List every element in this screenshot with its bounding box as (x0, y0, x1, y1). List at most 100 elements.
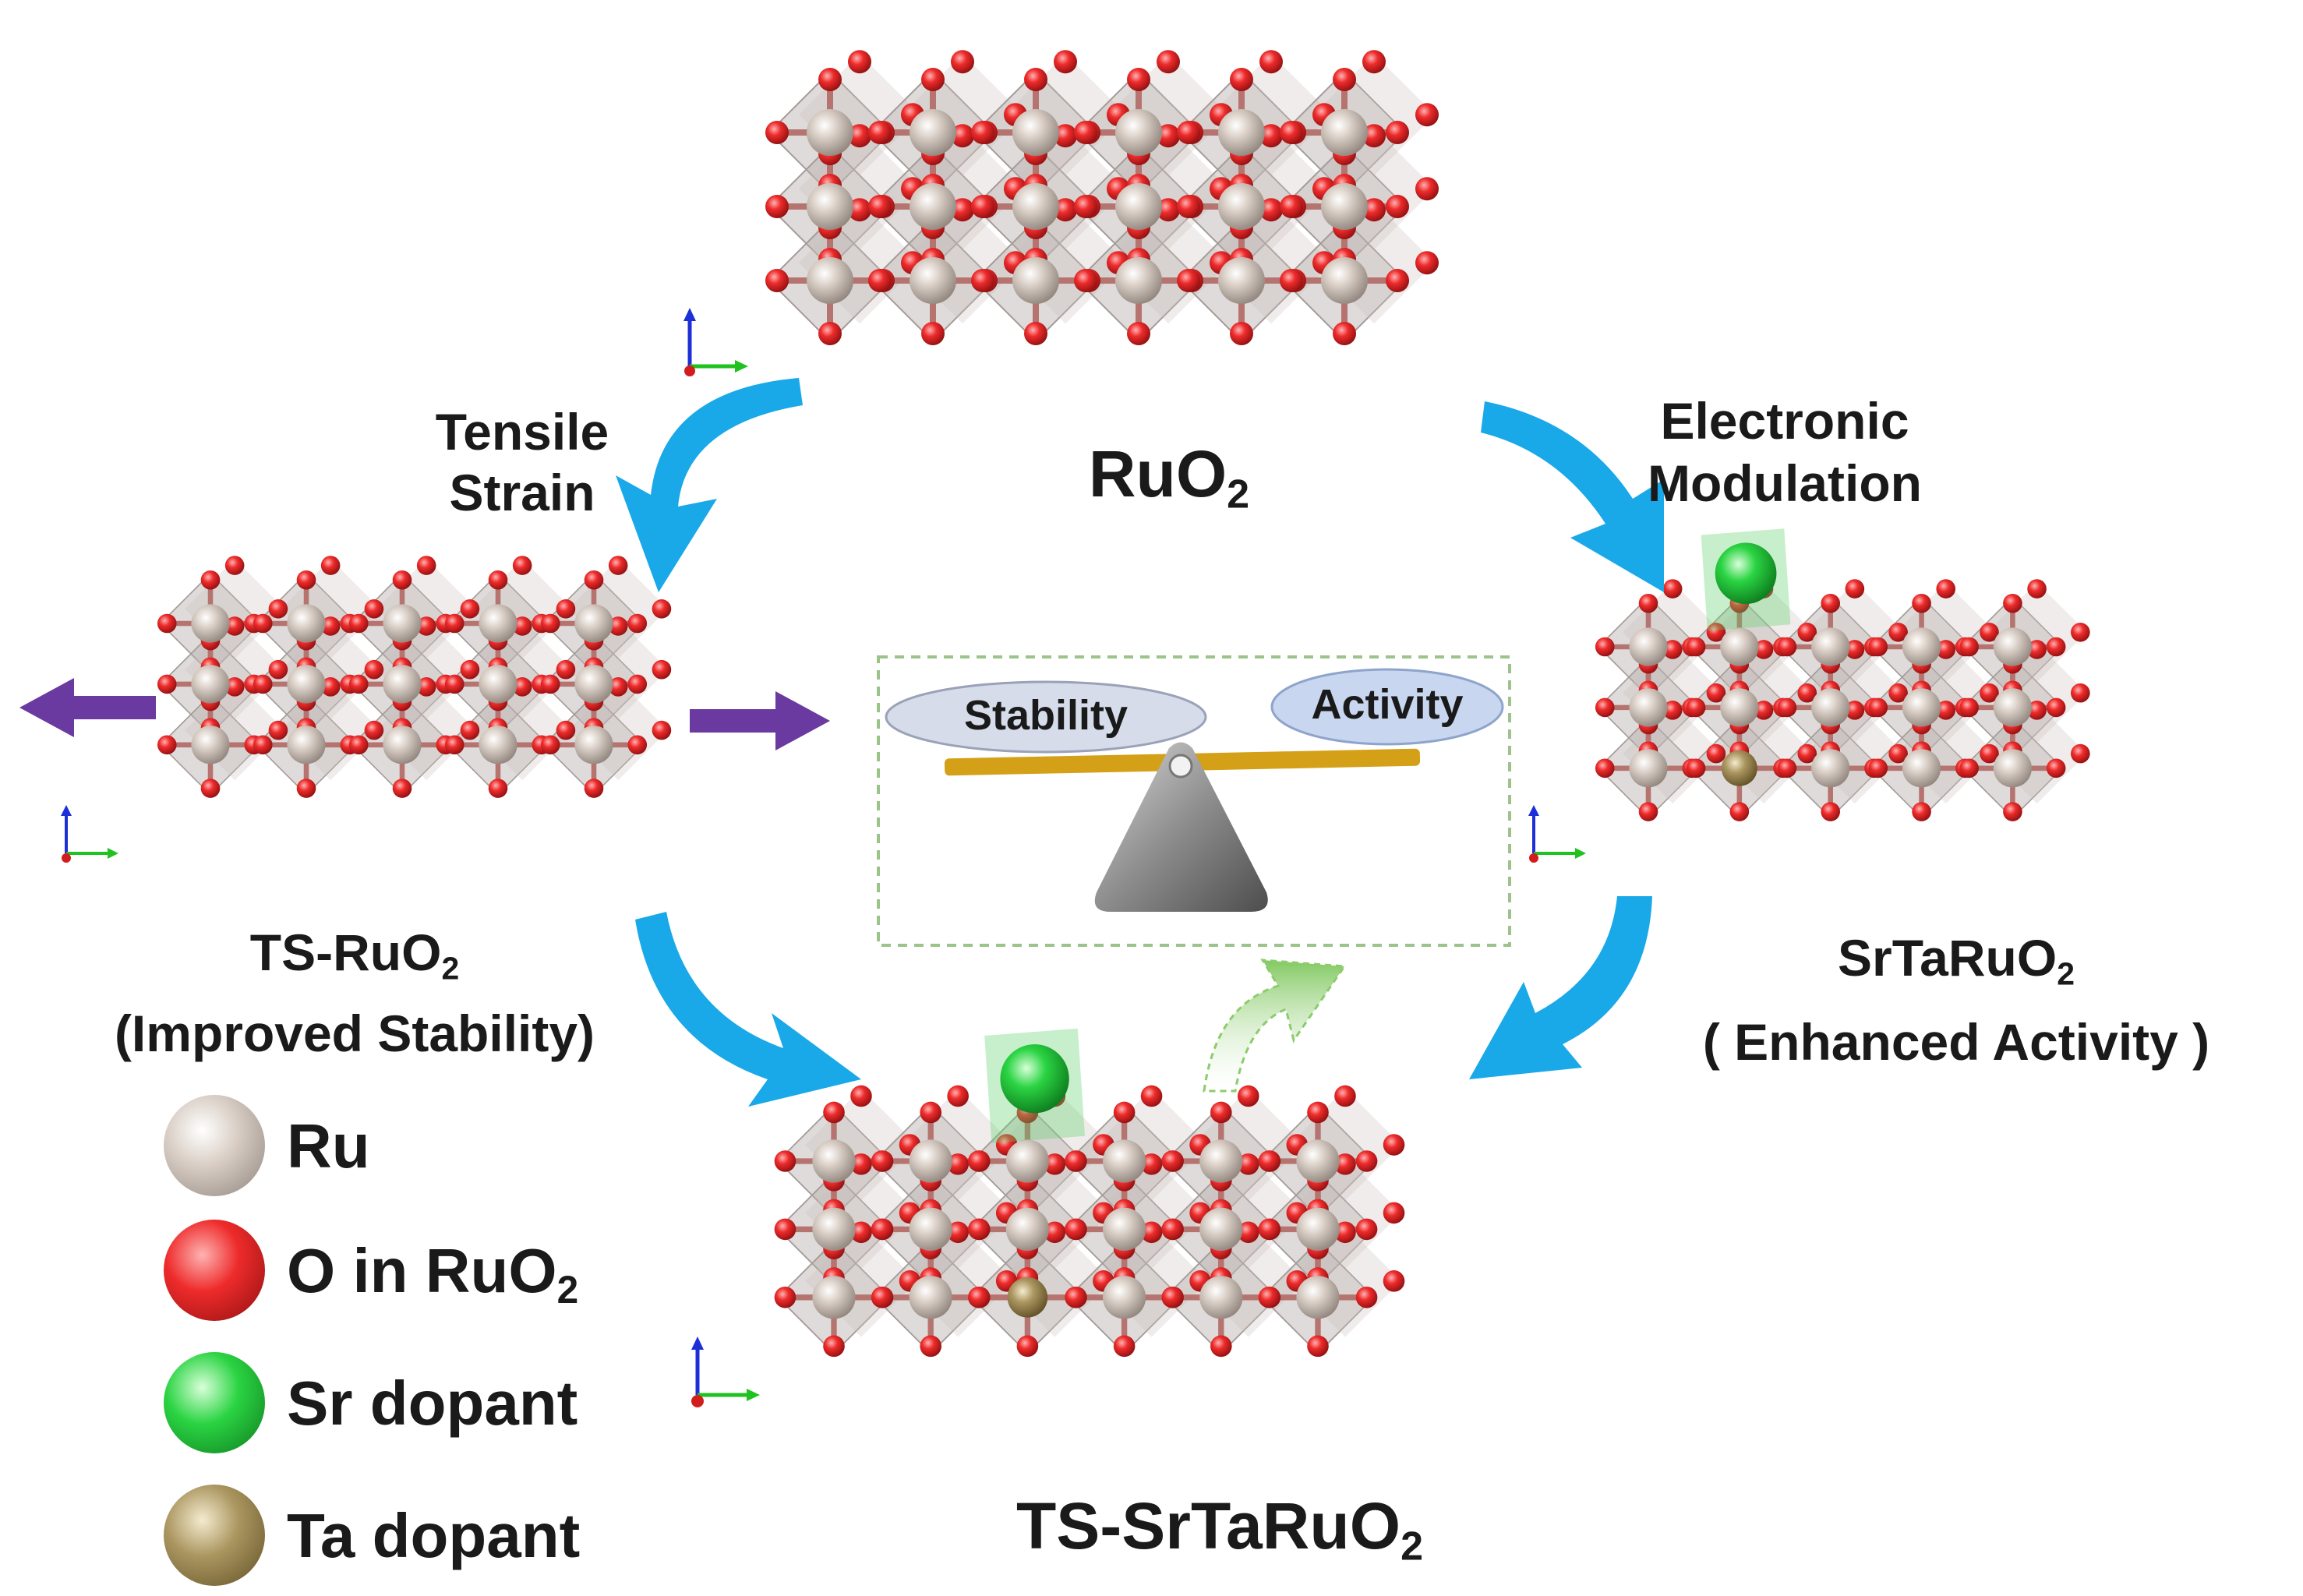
legend-label-sr: Sr dopant (287, 1368, 578, 1438)
oxygen-atom (951, 124, 974, 148)
oxygen-atom (871, 1287, 893, 1308)
oxygen-atom (157, 613, 177, 634)
oxygen-atom (224, 677, 245, 697)
oxygen-atom (1797, 623, 1817, 642)
oxygen-atom (1074, 269, 1097, 292)
oxygen-atom (920, 1335, 941, 1358)
ru-atom (909, 1276, 952, 1319)
oxygen-atom (1044, 1153, 1066, 1175)
oxygen-atom (512, 556, 532, 575)
oxygen-atom (320, 556, 341, 575)
oxygen-atom (540, 674, 560, 694)
legend-item-sr: Sr dopant (164, 1352, 709, 1453)
ru-atom (1199, 1276, 1243, 1319)
oxygen-atom (1024, 68, 1047, 91)
oxygen-atom (1686, 637, 1706, 657)
oxygen-atom (348, 613, 369, 634)
oxygen-atom (488, 779, 508, 798)
oxygen-atom (348, 735, 369, 755)
ru-atom (1218, 183, 1265, 230)
label-ts-srtaruo2-sub: 2 (1401, 1524, 1424, 1570)
oxygen-atom (971, 121, 994, 144)
oxygen-atom (1065, 1218, 1086, 1241)
oxygen-atom (1161, 1287, 1184, 1308)
oxygen-atom (968, 1218, 990, 1241)
label-srtaruo2-name: SrTaRuO (1838, 929, 2058, 987)
oxygen-atom (348, 674, 369, 694)
ru-atom (479, 604, 517, 643)
oxygen-atom (1662, 579, 1683, 598)
oxygen-atom (460, 720, 480, 740)
green-up-arrow (1203, 959, 1347, 1093)
label-strain: Strain (449, 464, 595, 521)
ru-atom (383, 604, 422, 643)
oxygen-atom (774, 1218, 797, 1241)
oxygen-atom (584, 779, 604, 798)
axes-icon-top (683, 308, 748, 376)
legend-label-ru: Ru (287, 1111, 370, 1181)
oxygen-atom (2046, 637, 2066, 657)
ru-atom (1218, 109, 1265, 156)
oxygen-atom (608, 556, 628, 575)
oxygen-atom (556, 659, 576, 680)
oxygen-atom (1662, 701, 1683, 720)
oxygen-atom (1383, 1270, 1405, 1292)
oxygen-atom (1334, 1221, 1356, 1244)
oxygen-atom (1334, 1085, 1356, 1107)
oxygen-atom (774, 1150, 797, 1172)
oxygen-atom (1912, 802, 1931, 821)
oxygen-atom (868, 269, 892, 292)
ru-atom (807, 257, 853, 304)
ru-atom (1296, 1139, 1340, 1183)
ru-atom (1629, 627, 1668, 666)
oxygen-atom (1210, 1101, 1232, 1124)
oxygen-atom (1237, 1153, 1259, 1175)
oxygen-atom (1821, 802, 1840, 821)
oxygen-atom (947, 1221, 969, 1244)
oxygen-atom (1258, 1287, 1280, 1308)
oxygen-atom (1177, 121, 1200, 144)
oxygen-atom (868, 195, 892, 218)
crystal-structure-ts-srtaruo2 (774, 1028, 1405, 1358)
ru-atom (383, 665, 422, 704)
ru-atom (1199, 1139, 1243, 1183)
oxygen-atom (392, 570, 412, 590)
oxygen-atom (460, 599, 480, 619)
oxygen-atom (1706, 623, 1726, 642)
oxygen-atom (818, 322, 842, 345)
oxygen-atom (584, 570, 604, 590)
balance-pivot (1168, 754, 1193, 779)
oxygen-atom (1706, 683, 1726, 703)
oxygen-atom (1259, 124, 1283, 148)
oxygen-atom (1157, 198, 1180, 222)
oxygen-atom (871, 1150, 893, 1172)
oxygen-atom (1127, 322, 1150, 345)
oxygen-atom (823, 1335, 845, 1358)
oxygen-atom (157, 674, 177, 694)
oxygen-atom (968, 1287, 990, 1308)
oxygen-atom (1777, 697, 1797, 718)
oxygen-atom (296, 779, 316, 798)
label-ts-srtaruo2: TS-SrTaRuO2 (966, 1488, 1473, 1570)
oxygen-atom (2027, 640, 2047, 659)
ru-atom (1321, 109, 1368, 156)
oxygen-atom (224, 556, 245, 575)
oxygen-atom (1912, 593, 1931, 613)
oxygen-atom (921, 322, 945, 345)
label-improved-stability: (Improved Stability) (114, 1005, 595, 1063)
label-ts-srtaruo2-name: TS-SrTaRuO (1016, 1489, 1401, 1562)
balance-label-stability: Stability (963, 692, 1129, 739)
oxygen-atom (1845, 640, 1865, 659)
ru-atom (191, 604, 230, 643)
oxygen-atom (1797, 683, 1817, 703)
oxygen-atom (1383, 1134, 1405, 1156)
ru-atom (574, 604, 613, 643)
ru-atom (1321, 183, 1368, 230)
oxygen-atom (868, 121, 892, 144)
oxygen-atom (1280, 121, 1303, 144)
oxygen-atom (850, 1085, 872, 1107)
axes-icon-bottom (691, 1336, 760, 1407)
oxygen-atom (1415, 177, 1439, 201)
oxygen-atom (1777, 637, 1797, 657)
